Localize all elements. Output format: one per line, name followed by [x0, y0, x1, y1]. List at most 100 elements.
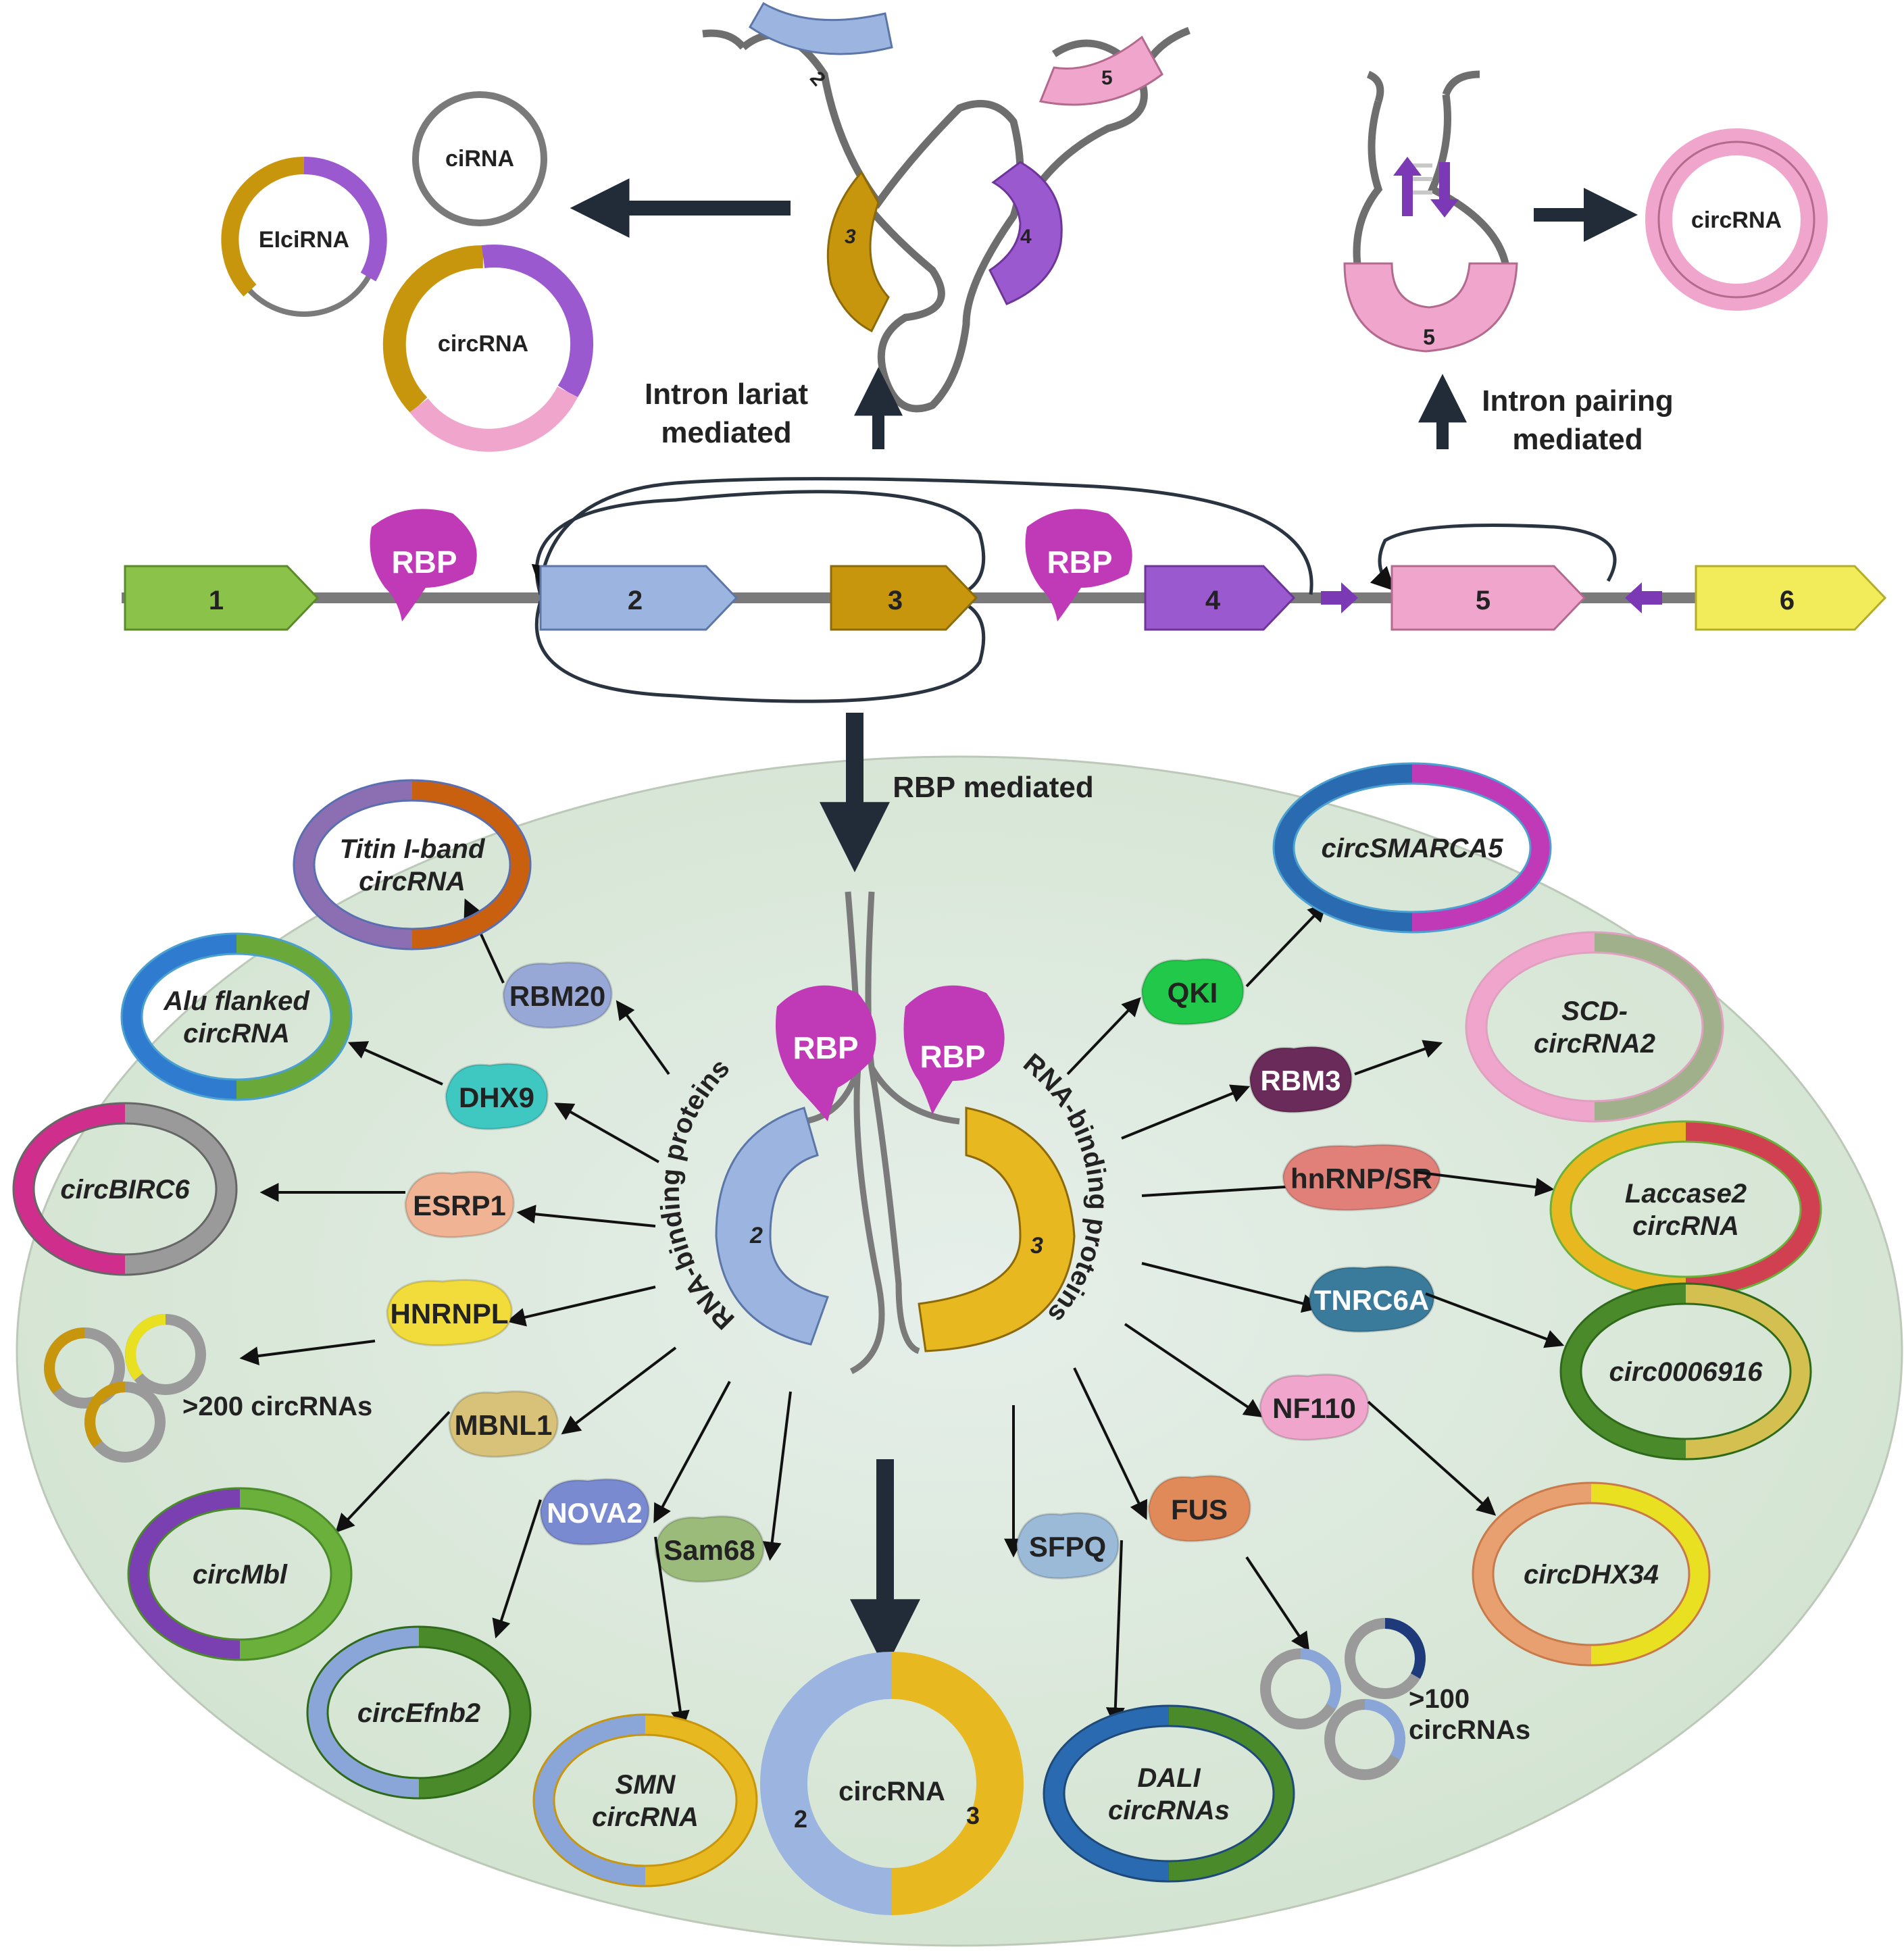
rbm3-ring-label-0: SCD- [1561, 996, 1628, 1026]
caption-lariat-2: mediated [661, 416, 791, 449]
circRNA-center-2: 2 [794, 1805, 807, 1833]
mbnl1-ring-label-0: circMbl [193, 1560, 288, 1590]
gene-exon-4: 4 [1205, 586, 1221, 615]
nf110-protein-label: NF110 [1272, 1392, 1356, 1424]
gene-exon-1: 1 [209, 586, 224, 615]
dhx9-protein: DHX9 [445, 1063, 549, 1130]
nf110-ring: circDHX34 [1472, 1481, 1711, 1667]
tnrc6a-protein: TNRC6A [1308, 1265, 1435, 1333]
arrow-tnrc6a-target [1425, 1292, 1565, 1348]
tnrc6a-ring: circ0006916 [1559, 1282, 1812, 1461]
dhx9-ring: Alu flanked circRNA [120, 932, 353, 1101]
nova2-protein: NOVA2 [539, 1478, 650, 1546]
center-exon-2: 2 [749, 1223, 763, 1248]
nova2-ring-label-0: circEfnb2 [357, 1698, 480, 1728]
arrow-dhx9-target [347, 1041, 443, 1086]
arrow-rbm3-target [1354, 1040, 1443, 1075]
esrp1-ring-label-0: circBIRC6 [60, 1175, 190, 1205]
gene-rbp-1: RBP [391, 544, 457, 580]
hnrnpl-protein-label: HNRNPL [391, 1298, 509, 1329]
hnrnp-sr-ring-label-1: circRNA [1632, 1211, 1739, 1241]
tnrc6a-protein-label: TNRC6A [1314, 1284, 1429, 1316]
gene-exon-2: 2 [628, 586, 643, 615]
mbnl1-protein-label: MBNL1 [455, 1409, 553, 1441]
circRNA-topleft: circRNA [382, 245, 594, 452]
center-rbp-right: RBP [920, 1039, 985, 1074]
hnrnp-sr-ring-label-0: Laccase2 [1625, 1179, 1747, 1209]
arrow-to-nova2 [653, 1381, 731, 1523]
arrow-sam68-target [654, 1536, 690, 1730]
arrow-sfpq-target [1105, 1540, 1125, 1727]
hnrnp-sr-protein: hnRNP/SR [1282, 1144, 1441, 1211]
circRNA-topright: circRNA [1645, 128, 1828, 311]
mbnl1-protein: MBNL1 [448, 1390, 559, 1458]
sfpq-protein-label: SFPQ [1029, 1531, 1106, 1563]
rbm20-protein-label: RBM20 [509, 980, 605, 1012]
EIciRNA-circle: EIciRNA [221, 157, 387, 317]
gene-structure: 1 2 3 4 5 6 RBP RBP [122, 477, 1887, 703]
sfpq-ring-label-0: DALI [1137, 1763, 1201, 1793]
dhx9-ring-label-0: Alu flanked [163, 986, 310, 1016]
gene-exon-5: 5 [1476, 586, 1490, 615]
arrow-to-dhx9 [554, 1103, 659, 1163]
arrow-hnrnp-sr-target [1415, 1171, 1555, 1197]
rbm3-protein: RBM3 [1249, 1046, 1353, 1113]
hnrnpl-protein: HNRNPL [386, 1279, 513, 1346]
rbm3-ring: SCD-circRNA2 [1465, 931, 1724, 1123]
nova2-ring: circEfnb2 [306, 1625, 532, 1800]
qki-ring-label-0: circSMARCA5 [1322, 834, 1504, 863]
rbm20-ring-label-0: Titin I-band [340, 834, 486, 864]
circRNA-center: circRNA 2 3 [760, 1652, 1024, 1915]
dhx9-ring-label-1: circRNA [183, 1019, 290, 1048]
arrow-nova2-target [492, 1499, 542, 1639]
sfpq-ring-label-1: circRNAs [1108, 1796, 1230, 1825]
gene-exon-6: 6 [1780, 586, 1795, 615]
qki-ring: circSMARCA5 [1272, 762, 1552, 934]
rbm20-ring-label-1: circRNA [359, 867, 466, 896]
EIciRNA-label: EIciRNA [259, 227, 349, 253]
qki-protein-label: QKI [1168, 977, 1218, 1009]
lariat-group: 2 5 3 4 [702, 1, 1191, 413]
fus-protein: FUS [1147, 1475, 1251, 1542]
sam68-protein-label: Sam68 [663, 1534, 755, 1566]
arrow-to-tnrc6a [1141, 1262, 1322, 1313]
ciRNA-circle: ciRNA [412, 91, 547, 226]
arrow-nf110-target [1367, 1400, 1497, 1516]
dhx9-protein-label: DHX9 [459, 1082, 534, 1113]
nf110-ring-label-0: circDHX34 [1524, 1560, 1659, 1590]
hnrnpl-small-rings [44, 1314, 206, 1463]
esrp1-ring: circBIRC6 [12, 1102, 238, 1276]
arrow-qki-target [1245, 902, 1327, 988]
arrow-to-hnrnpl [506, 1286, 656, 1327]
rbp-mediated-label: RBP mediated [893, 771, 1094, 804]
gene-exon-3: 3 [888, 586, 903, 615]
arrow-fus-target [1245, 1556, 1310, 1652]
arrow-mbnl1-target [335, 1411, 451, 1534]
circRNA-topright-label: circRNA [1691, 207, 1782, 233]
fus-small-rings [1260, 1618, 1426, 1780]
caption-pairing-1: Intron pairing [1482, 384, 1674, 417]
circRNA-topleft-label: circRNA [438, 331, 528, 357]
intron-pairing-group: 5 [1343, 70, 1518, 353]
arrow-hnrnpl-target [239, 1340, 376, 1366]
gene-rbp-2: RBP [1047, 544, 1112, 580]
fus-target-label-1: circRNAs [1409, 1715, 1530, 1745]
fus-target-label-0: >100 [1409, 1684, 1470, 1714]
center-hairpin: 2 3 RBP RBP [715, 891, 1076, 1375]
nf110-protein: NF110 [1259, 1373, 1370, 1441]
sam68-ring-label-0: SMN [616, 1770, 676, 1800]
lariat-exon-5: 5 [1101, 67, 1113, 89]
sfpq-protein: SFPQ [1016, 1512, 1120, 1579]
center-exon-3: 3 [1030, 1233, 1043, 1259]
arrow-to-qki [1066, 996, 1141, 1075]
arrow-to-rbm3 [1121, 1084, 1251, 1140]
esrp1-protein: ESRP1 [404, 1171, 515, 1238]
mbnl1-ring: circMbl [127, 1487, 353, 1661]
qki-protein: QKI [1141, 958, 1245, 1025]
fus-protein-label: FUS [1171, 1494, 1228, 1525]
circRNA-center-label: circRNA [838, 1777, 945, 1806]
rbm20-protein: RBM20 [502, 961, 613, 1029]
arrow-to-nf110 [1124, 1323, 1263, 1418]
